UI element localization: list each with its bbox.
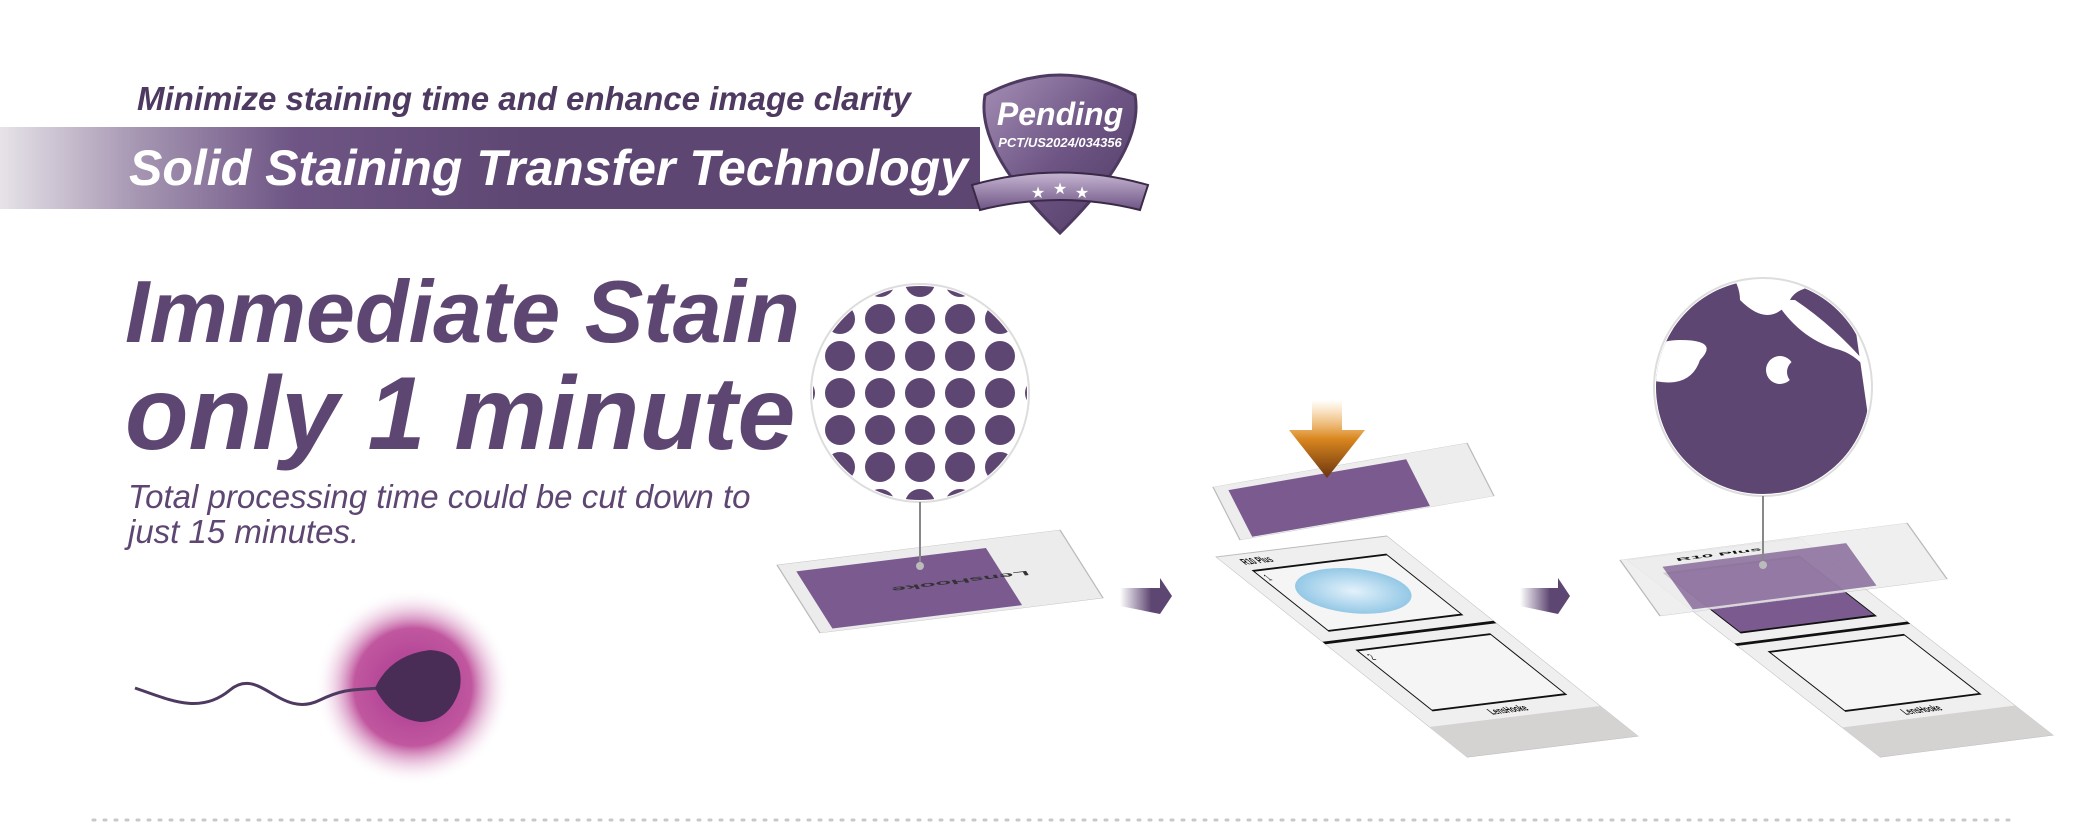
stain-dot bbox=[985, 286, 1015, 297]
stain-dot bbox=[905, 452, 935, 482]
stain-dot bbox=[985, 415, 1015, 445]
headline-line2: only 1 minute bbox=[125, 356, 796, 472]
patent-pending-badge: Pending PCT/US2024/034356 ★ ★ ★ bbox=[970, 73, 1150, 236]
svg-text:★: ★ bbox=[1075, 185, 1089, 202]
slide-brand: LensHooke bbox=[1898, 704, 1946, 717]
stain-dot bbox=[985, 341, 1015, 371]
stain-dot bbox=[825, 415, 855, 445]
press-down-arrow-icon bbox=[1289, 400, 1365, 478]
magnifier-stained-cells bbox=[1653, 277, 1873, 569]
stain-dot bbox=[945, 341, 975, 371]
headline-line1: Immediate Stain bbox=[125, 262, 800, 361]
stain-dot bbox=[1025, 452, 1027, 482]
banner-title: Solid Staining Transfer Technology bbox=[129, 140, 968, 196]
stain-dot bbox=[825, 489, 855, 500]
stain-dot bbox=[945, 415, 975, 445]
stain-dot bbox=[813, 341, 815, 371]
sample-drop bbox=[1295, 568, 1412, 614]
sperm-illustration bbox=[134, 589, 511, 785]
stain-dot bbox=[945, 378, 975, 408]
stain-dot bbox=[825, 378, 855, 408]
stain-dot bbox=[985, 378, 1015, 408]
stain-dot bbox=[825, 341, 855, 371]
stain-dot bbox=[1025, 415, 1027, 445]
stain-dot bbox=[905, 341, 935, 371]
stain-dot bbox=[865, 341, 895, 371]
stain-dot bbox=[865, 378, 895, 408]
stain-dot bbox=[865, 304, 895, 334]
stain-dot bbox=[813, 452, 815, 482]
stain-dot bbox=[905, 304, 935, 334]
window1-label: 1 bbox=[1261, 574, 1276, 583]
step-arrow-icon bbox=[1120, 578, 1172, 614]
step-arrow-icon bbox=[1520, 578, 1570, 614]
magnifier-dots bbox=[810, 283, 1030, 570]
slide-brand: LensHooke bbox=[1485, 704, 1533, 717]
stain-dot bbox=[1025, 341, 1027, 371]
stain-slide-1: LensHooke bbox=[776, 529, 1104, 634]
stain-dot bbox=[825, 286, 855, 297]
star-icons: ★ ★ ★ bbox=[1031, 181, 1089, 202]
ribbon bbox=[970, 171, 1150, 212]
stain-dot bbox=[813, 489, 815, 500]
svg-text:★: ★ bbox=[1031, 185, 1045, 202]
stain-dot bbox=[945, 452, 975, 482]
stain-slide-2 bbox=[1212, 442, 1495, 541]
test-slide-2: R10 Plus 1 2 LensHooke bbox=[1215, 535, 1639, 758]
stain-dot bbox=[905, 415, 935, 445]
slide-model: R10 Plus bbox=[1238, 555, 1278, 567]
stain-dot bbox=[945, 304, 975, 334]
svg-text:★: ★ bbox=[1053, 181, 1067, 198]
stain-dot bbox=[905, 378, 935, 408]
subtitle: Minimize staining time and enhance image… bbox=[137, 80, 911, 117]
badge-patent-number: PCT/US2024/034356 bbox=[998, 135, 1122, 150]
stain-dot bbox=[985, 489, 1015, 500]
stain-dot bbox=[1025, 489, 1027, 500]
stain-dot bbox=[813, 415, 815, 445]
stain-dot bbox=[1025, 286, 1027, 297]
window2-label: 2 bbox=[1365, 653, 1380, 662]
description: Total processing time could be cut down … bbox=[128, 478, 751, 550]
stain-dot bbox=[865, 415, 895, 445]
stain-dot bbox=[865, 452, 895, 482]
title-banner bbox=[0, 127, 980, 209]
stain-dot bbox=[905, 286, 935, 297]
badge-status: Pending bbox=[997, 96, 1123, 132]
stain-dot bbox=[1025, 304, 1027, 334]
stain-dot bbox=[905, 489, 935, 500]
stain-dot bbox=[813, 286, 815, 297]
stain-dot bbox=[813, 304, 815, 334]
